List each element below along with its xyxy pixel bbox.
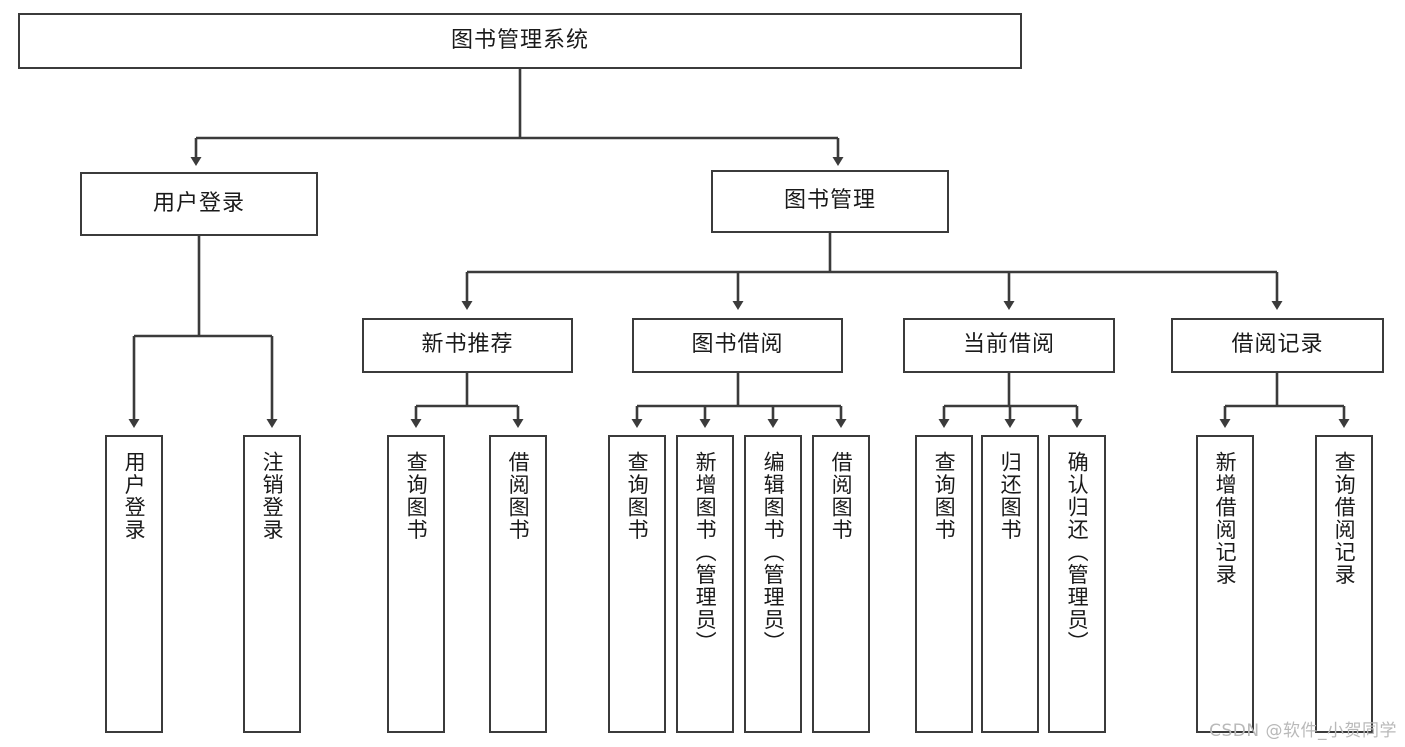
node-book-borrow[interactable]: 图书借阅 bbox=[632, 318, 843, 373]
node-leaf-add-book-admin[interactable]: 新增图书（管理员） bbox=[676, 435, 734, 733]
node-label: 查询借阅记录 bbox=[1332, 451, 1357, 586]
node-user-login[interactable]: 用户登录 bbox=[80, 172, 318, 236]
node-leaf-return-book[interactable]: 归还图书 bbox=[981, 435, 1039, 733]
node-leaf-confirm-return-admin[interactable]: 确认归还（管理员） bbox=[1048, 435, 1106, 733]
node-leaf-query-book-recommend[interactable]: 查询图书 bbox=[387, 435, 445, 733]
node-label: 图书管理系统 bbox=[450, 27, 589, 53]
node-leaf-edit-book-admin[interactable]: 编辑图书（管理员） bbox=[744, 435, 802, 733]
node-book-management[interactable]: 图书管理 bbox=[711, 170, 949, 233]
node-label: 用户登录 bbox=[152, 190, 245, 216]
node-leaf-borrow-book[interactable]: 借阅图书 bbox=[812, 435, 870, 733]
node-label: 借阅图书 bbox=[829, 451, 854, 541]
node-label: 注销登录 bbox=[260, 451, 285, 541]
csdn-watermark: CSDN @软件_小贺同学 bbox=[1209, 721, 1397, 741]
node-leaf-add-borrow-record[interactable]: 新增借阅记录 bbox=[1196, 435, 1254, 733]
node-root-book-management-system[interactable]: 图书管理系统 bbox=[18, 13, 1022, 69]
node-label: 借阅记录 bbox=[1231, 332, 1324, 358]
node-leaf-query-book-current[interactable]: 查询图书 bbox=[915, 435, 973, 733]
node-label: 图书管理 bbox=[783, 188, 876, 214]
node-label: 用户登录 bbox=[122, 451, 147, 541]
node-label: 新增借阅记录 bbox=[1213, 451, 1238, 586]
node-label: 新增图书（管理员） bbox=[693, 451, 718, 654]
node-new-book-recommend[interactable]: 新书推荐 bbox=[362, 318, 573, 373]
node-label: 借阅图书 bbox=[506, 451, 531, 541]
node-leaf-logout[interactable]: 注销登录 bbox=[243, 435, 301, 733]
node-label: 查询图书 bbox=[932, 451, 957, 541]
node-leaf-query-borrow-record[interactable]: 查询借阅记录 bbox=[1315, 435, 1373, 733]
node-label: 图书借阅 bbox=[691, 332, 784, 358]
node-current-borrow[interactable]: 当前借阅 bbox=[903, 318, 1115, 373]
node-label: 确认归还（管理员） bbox=[1065, 451, 1090, 654]
node-label: 新书推荐 bbox=[421, 332, 514, 358]
node-borrow-record[interactable]: 借阅记录 bbox=[1171, 318, 1384, 373]
node-label: 归还图书 bbox=[998, 451, 1023, 541]
node-label: 查询图书 bbox=[404, 451, 429, 541]
node-leaf-query-book-borrow[interactable]: 查询图书 bbox=[608, 435, 666, 733]
node-leaf-borrow-book-recommend[interactable]: 借阅图书 bbox=[489, 435, 547, 733]
node-leaf-user-login[interactable]: 用户登录 bbox=[105, 435, 163, 733]
node-label: 查询图书 bbox=[625, 451, 650, 541]
node-label: 当前借阅 bbox=[962, 332, 1055, 358]
node-label: 编辑图书（管理员） bbox=[761, 451, 786, 654]
